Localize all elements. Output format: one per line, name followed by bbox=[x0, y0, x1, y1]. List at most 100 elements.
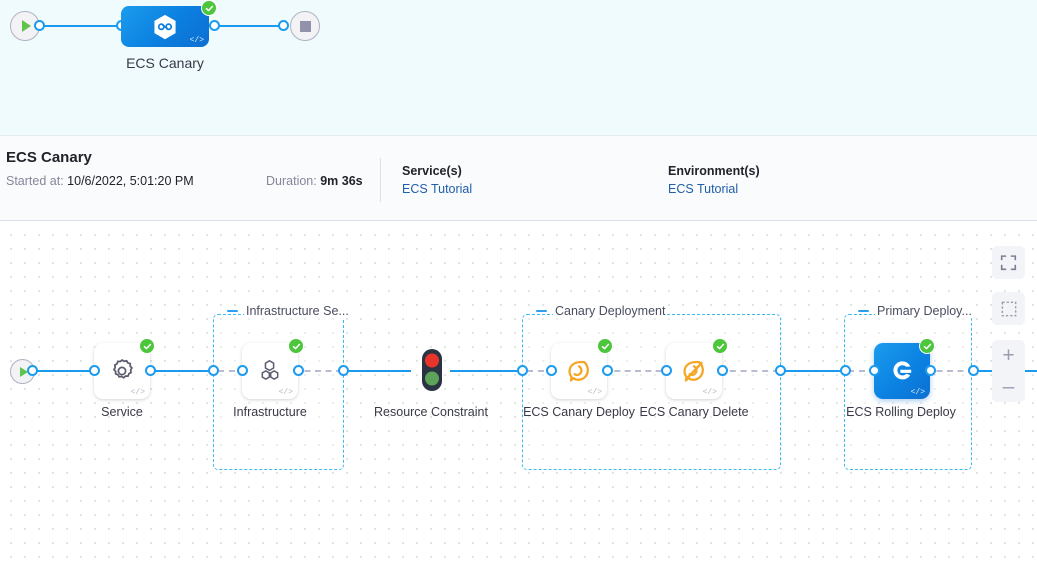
minus-icon[interactable] bbox=[227, 309, 238, 313]
primary-group-entry-port bbox=[840, 365, 851, 376]
node-infrastructure-output-port bbox=[293, 365, 304, 376]
node-ecs-canary-deploy[interactable]: </> bbox=[551, 343, 607, 399]
code-tag: </> bbox=[702, 388, 717, 397]
node-canary-delete-output-port bbox=[717, 365, 728, 376]
edge-infra-to-group-exit bbox=[294, 370, 342, 372]
code-tag: </> bbox=[910, 388, 925, 397]
minimap-stage-node[interactable]: </> bbox=[121, 6, 209, 47]
group-label-primary[interactable]: Primary Deploy... bbox=[855, 304, 977, 318]
code-tag: </> bbox=[587, 388, 602, 397]
minimap-edge-left bbox=[44, 25, 122, 27]
node-label-infrastructure: Infrastructure bbox=[233, 405, 307, 419]
edge-primary-to-group-exit bbox=[926, 370, 974, 372]
hexagon-cluster-icon bbox=[261, 359, 279, 381]
zoom-controls[interactable]: + – bbox=[992, 340, 1025, 402]
pipeline-stop-node[interactable] bbox=[290, 11, 320, 41]
node-label-canary-deploy: ECS Canary Deploy bbox=[523, 405, 635, 419]
group-label-text: Primary Deploy... bbox=[875, 304, 974, 318]
gear-icon bbox=[113, 359, 133, 379]
ecs-rolling-deploy-icon bbox=[893, 361, 912, 380]
status-badge-service bbox=[139, 338, 155, 354]
ecs-canary-deploy-icon bbox=[568, 360, 589, 382]
node-canary-deploy-output-port bbox=[602, 365, 613, 376]
duration-value: 9m 36s bbox=[320, 174, 363, 188]
node-canary-deploy-input-port bbox=[546, 365, 557, 376]
minimap-edge-right bbox=[219, 25, 282, 27]
infra-group-entry-port bbox=[208, 365, 219, 376]
started-at: Started at: 10/6/2022, 5:01:20 PM bbox=[6, 174, 194, 188]
code-tag: </> bbox=[189, 36, 204, 45]
node-label-rolling-deploy: ECS Rolling Deploy bbox=[846, 405, 956, 419]
services-block: Service(s) ECS Tutorial bbox=[402, 164, 472, 196]
environments-header: Environment(s) bbox=[668, 164, 760, 178]
node-label-canary-delete: ECS Canary Delete bbox=[639, 405, 749, 419]
duration-label: Duration: bbox=[266, 174, 317, 188]
node-label-resource-constraint: Resource Constraint bbox=[374, 405, 488, 419]
services-link[interactable]: ECS Tutorial bbox=[402, 182, 473, 196]
node-ecs-rolling-deploy[interactable]: </> bbox=[874, 343, 930, 399]
check-icon bbox=[716, 343, 724, 349]
canvas-start-port bbox=[27, 365, 38, 376]
node-rolling-deploy-output-port bbox=[925, 365, 936, 376]
edge-canary-delete-to-group-exit bbox=[719, 370, 779, 372]
group-canary-deployment[interactable]: Canary Deployment bbox=[522, 304, 781, 470]
expand-icon bbox=[1000, 255, 1017, 271]
node-resource-constraint[interactable] bbox=[418, 349, 446, 400]
group-label-text: Canary Deployment bbox=[553, 304, 668, 318]
started-at-value: 10/6/2022, 5:01:20 PM bbox=[67, 174, 194, 188]
node-canary-delete-input-port bbox=[661, 365, 672, 376]
ecs-canary-delete-icon bbox=[683, 360, 704, 382]
minus-icon[interactable] bbox=[858, 309, 869, 313]
select-area-button[interactable] bbox=[992, 292, 1025, 325]
code-tag: </> bbox=[130, 388, 145, 397]
edge-infra-to-resource-constraint bbox=[345, 370, 411, 372]
harness-hexagon-icon bbox=[154, 14, 176, 39]
stop-port bbox=[278, 20, 289, 31]
node-infrastructure-input-port bbox=[237, 365, 248, 376]
node-service[interactable]: </> bbox=[94, 343, 150, 399]
status-badge-rolling-deploy bbox=[919, 338, 935, 354]
check-icon bbox=[601, 343, 609, 349]
edge-resource-constraint-to-canary-group bbox=[450, 370, 524, 372]
environments-block: Environment(s) ECS Tutorial bbox=[668, 164, 760, 196]
canary-group-entry-port bbox=[517, 365, 528, 376]
fit-to-screen-button[interactable] bbox=[992, 246, 1025, 279]
zoom-in-button[interactable]: + bbox=[1002, 344, 1015, 367]
environments-link[interactable]: ECS Tutorial bbox=[668, 182, 739, 196]
traffic-light-icon bbox=[422, 349, 442, 391]
node-label-service: Service bbox=[101, 405, 143, 419]
minus-icon[interactable] bbox=[536, 309, 547, 313]
edge-canary-to-primary-group bbox=[782, 370, 848, 372]
group-label-text: Infrastructure Se... bbox=[244, 304, 351, 318]
pipeline-minimap-strip: </> ECS Canary bbox=[0, 0, 1037, 136]
pipeline-canvas[interactable]: Infrastructure Se... Canary Deployment P… bbox=[0, 222, 1037, 564]
edge-service-to-infra-group bbox=[145, 370, 215, 372]
play-icon bbox=[20, 366, 28, 377]
edge-infra-group-entry bbox=[218, 370, 246, 372]
node-ecs-canary-delete[interactable]: </> bbox=[666, 343, 722, 399]
edge-canary-deploy-to-delete bbox=[604, 370, 672, 372]
zoom-out-button[interactable]: – bbox=[1002, 375, 1015, 398]
edge-start-to-service bbox=[32, 370, 100, 372]
started-at-label: Started at: bbox=[6, 174, 64, 188]
edge-canary-group-entry bbox=[527, 370, 555, 372]
check-icon bbox=[292, 343, 300, 349]
info-divider bbox=[380, 158, 381, 202]
play-icon bbox=[22, 20, 31, 32]
dashed-square-icon bbox=[1001, 301, 1016, 316]
node-infrastructure[interactable]: </> bbox=[242, 343, 298, 399]
page-title: ECS Canary bbox=[6, 149, 92, 166]
code-tag: </> bbox=[278, 388, 293, 397]
check-icon bbox=[143, 343, 151, 349]
node-service-output-port bbox=[145, 365, 156, 376]
status-badge-success bbox=[201, 0, 217, 16]
node-rolling-deploy-input-port bbox=[869, 365, 880, 376]
group-label-canary[interactable]: Canary Deployment bbox=[533, 304, 670, 318]
minimap-stage-label: ECS Canary bbox=[126, 55, 204, 71]
node-service-input-port bbox=[89, 365, 100, 376]
status-badge-canary-deploy bbox=[597, 338, 613, 354]
group-label-infrastructure[interactable]: Infrastructure Se... bbox=[224, 304, 354, 318]
execution-info-bar: ECS Canary Started at: 10/6/2022, 5:01:2… bbox=[0, 136, 1037, 221]
primary-group-exit-port bbox=[968, 365, 979, 376]
